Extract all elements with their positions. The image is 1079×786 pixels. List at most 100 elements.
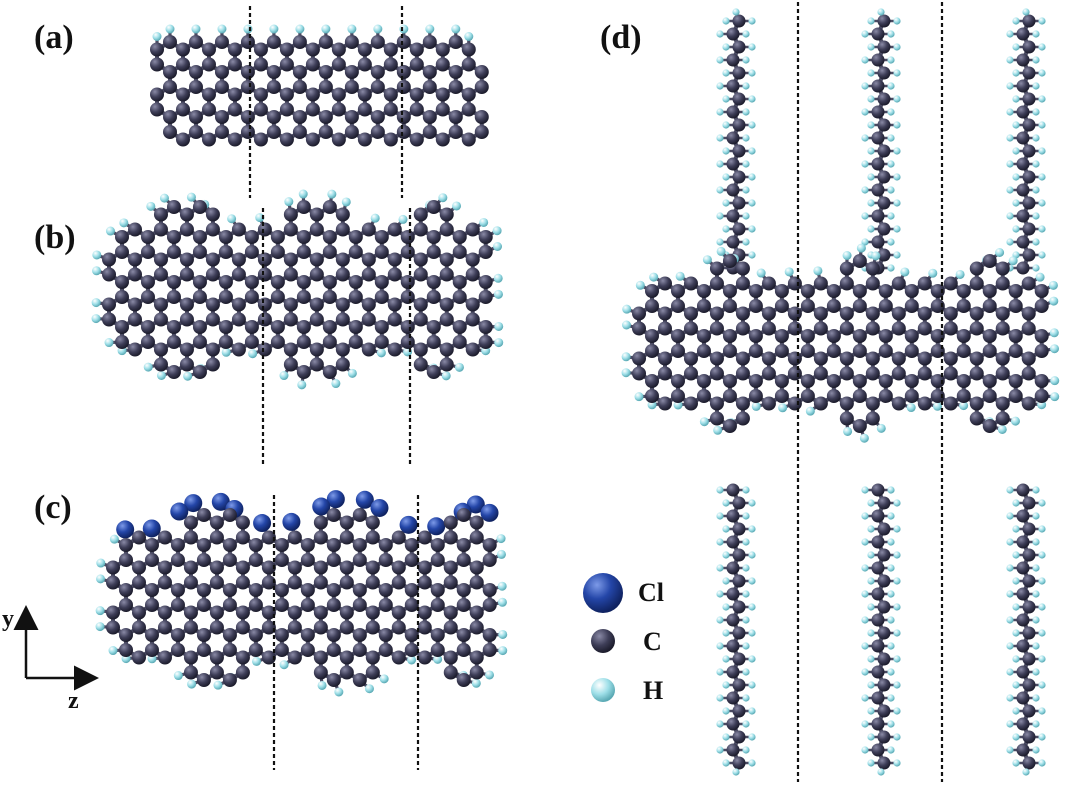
hydrogen-atom <box>496 534 506 544</box>
carbon-atom <box>296 245 311 259</box>
carbon-atom <box>732 522 746 536</box>
hydrogen-atom <box>1032 538 1040 546</box>
carbon-atom <box>365 665 380 680</box>
carbon-atom <box>266 80 281 94</box>
carbon-atom <box>865 321 880 336</box>
carbon-atom <box>175 102 190 117</box>
hydrogen-atom <box>1008 256 1018 266</box>
carbon-atom <box>352 583 367 597</box>
panel-c: (c) <box>34 489 508 770</box>
z-axis-label: z <box>68 688 79 714</box>
carbon-atom <box>839 321 854 336</box>
carbon-atom <box>201 102 216 117</box>
carbon-atom <box>1022 678 1036 692</box>
carbon-atom <box>735 411 750 426</box>
hydrogen-atom <box>1006 564 1014 572</box>
carbon-atom <box>943 306 958 321</box>
hydrogen-atom <box>347 368 357 378</box>
carbon-atom <box>339 560 354 575</box>
carbon-atom <box>632 306 647 321</box>
chlorine-atom <box>370 498 389 517</box>
carbon-atom <box>296 275 311 289</box>
hydrogen-atom <box>1006 512 1014 520</box>
hydrogen-atom <box>183 371 193 381</box>
carbon-atom <box>469 650 484 665</box>
carbon-atom <box>387 222 402 237</box>
hydrogen-atom <box>742 642 750 650</box>
carbon-atom <box>877 14 891 28</box>
carbon-atom <box>235 650 250 665</box>
atom-layer <box>91 189 504 390</box>
carbon-atom <box>709 351 724 366</box>
carbon-atom <box>982 419 997 433</box>
hydrogen-atom <box>856 243 866 253</box>
carbon-atom <box>800 284 815 298</box>
carbon-atom <box>877 222 891 236</box>
carbon-atom <box>426 335 441 349</box>
carbon-atom-icon <box>591 629 615 653</box>
carbon-atom <box>735 396 750 411</box>
hydrogen-atom <box>861 512 869 520</box>
hydrogen-atom <box>722 707 730 715</box>
carbon-atom <box>383 42 398 57</box>
hydrogen-atom <box>861 56 869 64</box>
hydrogen-atom <box>295 24 305 34</box>
carbon-atom <box>127 297 142 312</box>
carbon-atom <box>218 290 233 304</box>
carbon-atom <box>469 575 484 590</box>
carbon-atom <box>865 276 880 291</box>
carbon-atom <box>404 553 419 567</box>
hydrogen-atom <box>722 551 730 559</box>
carbon-atom <box>943 276 958 291</box>
hydrogen-atom <box>1038 525 1046 533</box>
molecule-b <box>91 189 504 390</box>
carbon-atom <box>205 207 220 222</box>
carbon-atom <box>877 40 891 54</box>
hydrogen-atom <box>756 268 766 278</box>
carbon-atom <box>871 79 885 93</box>
carbon-atom <box>313 620 328 635</box>
carbon-atom <box>179 297 194 312</box>
hydrogen-atom <box>748 251 756 259</box>
carbon-atom <box>969 306 984 321</box>
carbon-atom <box>192 275 207 289</box>
hydrogen-atom <box>1038 147 1046 155</box>
carbon-atom <box>774 344 789 358</box>
carbon-atom <box>218 335 233 349</box>
carbon-atom <box>196 643 211 657</box>
hydrogen-atom <box>1006 720 1014 728</box>
carbon-atom <box>313 665 328 680</box>
carbon-atom <box>309 297 324 312</box>
hydrogen-atom <box>861 538 869 546</box>
carbon-atom <box>339 530 354 545</box>
carbon-atom <box>787 321 802 336</box>
carbon-atom <box>722 284 737 298</box>
carbon-atom <box>222 508 237 522</box>
carbon-atom <box>1034 329 1049 343</box>
hydrogen-atom <box>1035 272 1045 282</box>
carbon-atom <box>1021 276 1036 291</box>
carbon-atom <box>378 538 393 552</box>
chain <box>716 483 756 776</box>
carbon-atom <box>387 312 402 327</box>
carbon-atom <box>969 351 984 366</box>
carbon-atom <box>214 110 229 124</box>
carbon-atom <box>813 366 828 381</box>
hydrogen-atom <box>867 43 875 51</box>
carbon-atom <box>735 366 750 381</box>
hydrogen-atom <box>732 8 740 16</box>
hydrogen-atom <box>887 108 895 116</box>
hydrogen-atom <box>496 549 506 559</box>
carbon-atom <box>274 598 289 612</box>
carbon-atom <box>891 366 906 381</box>
hydrogen-atom <box>887 564 895 572</box>
carbon-atom <box>877 678 891 692</box>
hydrogen-atom <box>722 603 730 611</box>
carbon-atom <box>456 643 471 657</box>
carbon-atom <box>871 535 885 549</box>
hydrogen-atom <box>376 348 386 358</box>
hydrogen-atom <box>748 629 756 637</box>
carbon-atom <box>140 335 155 349</box>
carbon-atom <box>400 290 415 304</box>
hydrogen-atom <box>887 212 895 220</box>
